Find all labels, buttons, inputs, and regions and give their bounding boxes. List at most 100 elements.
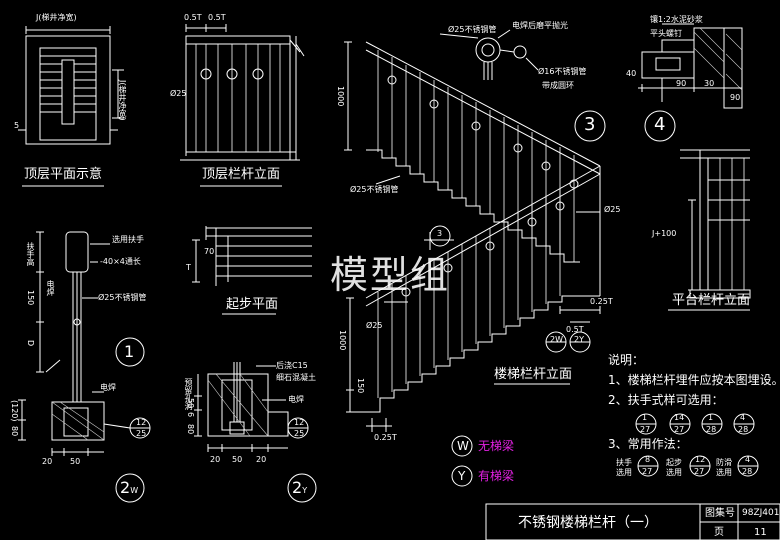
top-railing-dia: Ø25	[170, 89, 187, 98]
d2y-dim-50: 50	[232, 455, 243, 464]
d2y-dim-50: 50	[186, 398, 195, 409]
note2-ref3-bot: 28	[706, 425, 717, 434]
stair-dim-05t: 0.5T	[566, 325, 584, 334]
detail-4-drawing	[638, 23, 743, 142]
detail-3-drawing	[439, 29, 606, 142]
d1-flat-bar: -40×4通长	[100, 257, 141, 266]
detail-number-3: 3	[584, 114, 596, 135]
start-plan-drawing	[192, 226, 312, 286]
d2y-note-1: 后浇C15	[276, 361, 308, 370]
title-block-page-label: 页	[714, 527, 724, 538]
start-plan-dim-70: 70	[204, 247, 215, 256]
stair-ref-3: 3	[437, 229, 443, 238]
top-plan-dim-right: J(梯井净宽)	[118, 80, 127, 121]
legend-w-circle	[451, 435, 473, 457]
note3-ref2-bot: 27	[694, 467, 705, 476]
title-block-frame	[485, 503, 780, 540]
d4-dim-90a: 90	[676, 79, 687, 88]
platform-dim: J+100	[652, 229, 677, 238]
stair-dia-left: Ø25	[366, 321, 383, 330]
d2y-dim-80: 80	[186, 424, 195, 435]
view-title-top-plan: 顶层平面示意	[24, 167, 103, 182]
d1-weld-2: 电焊	[100, 383, 116, 392]
d1-dim-120: (120)	[10, 400, 19, 422]
note2-ref4-top: 4	[740, 413, 746, 422]
note2-ref1-top: 1	[642, 413, 648, 422]
d2y-side: 预留孔洞	[184, 378, 193, 410]
note3-ref1-top: 8	[645, 455, 651, 464]
stair-dim-150: 150	[356, 378, 365, 394]
d4-dim-40: 40	[626, 69, 637, 78]
d1-dim-20: 20	[42, 457, 53, 466]
top-plan-drawing	[18, 26, 124, 145]
d1-dim-v3: D	[26, 340, 35, 347]
note3-ref3-bot: 28	[742, 467, 753, 476]
note2-ref3-top: 1	[708, 413, 714, 422]
top-plan-mark: 5	[14, 121, 20, 130]
legend-y-circle	[451, 465, 473, 487]
top-railing-dim-2: 0.5T	[208, 13, 226, 22]
stair-dim-1000-top: 1000	[336, 86, 345, 107]
d3-ring-2: 带成圆环	[542, 81, 574, 90]
note2-ref2-bot: 27	[674, 425, 685, 434]
note3-label-3: 防滑 选用	[716, 458, 732, 477]
stair-dia-right: Ø25	[604, 205, 621, 214]
note-reference-circles	[635, 413, 759, 477]
d1-weld: 电焊	[46, 280, 55, 296]
d1-dim-80: 80	[10, 426, 19, 437]
d1-dim-50: 50	[70, 457, 81, 466]
top-plan-dim-top: J(梯井净宽)	[36, 13, 77, 22]
d2y-dim-6: 6	[186, 412, 195, 418]
note3-ref3-top: 4	[745, 455, 751, 464]
note-1: 1、楼梯栏杆埋件应按本图埋设。	[608, 373, 780, 387]
legend-w-text: 无梯梁	[478, 439, 515, 453]
stair-tag-2y: 2Y	[574, 335, 584, 344]
d4-dim-30: 30	[704, 79, 715, 88]
legend-w-sym: W	[457, 439, 469, 453]
detail-number-2w: 2W	[120, 478, 139, 497]
note3-label-1: 扶手 选用	[616, 458, 632, 477]
d2y-dim-20b: 20	[256, 455, 267, 464]
notes-head: 说明：	[608, 353, 645, 367]
watermark-text: 模型组	[330, 253, 451, 297]
d4-note-1: 镶1:2水泥砂浆	[650, 15, 703, 24]
legend-y-sym: Y	[458, 469, 466, 483]
d1-dim-v2: 150	[26, 290, 35, 306]
start-plan-dim-t: T	[186, 263, 191, 272]
detail-number-1: 1	[124, 342, 135, 361]
d4-note-2: 平头螺钉	[650, 29, 682, 38]
stair-tube-label-2: Ø25不锈钢管	[448, 25, 497, 34]
view-title-start-plan: 起步平面	[226, 297, 279, 312]
title-block-atlas-no: 98ZJ401	[742, 508, 780, 518]
d2y-note-2: 细石混凝土	[276, 373, 316, 382]
d2y-ref-top: 12	[294, 418, 305, 427]
detail-number-4: 4	[654, 114, 666, 135]
note3-ref1-bot: 27	[642, 467, 653, 476]
stair-dim-1000-bot: 1000	[338, 330, 347, 351]
d1-tube: Ø25不锈钢管	[98, 293, 147, 302]
stair-railing-elevation-drawing	[344, 41, 601, 432]
d3-ring: Ø16不锈钢管	[538, 67, 587, 76]
d1-handrail: 选用扶手	[112, 235, 144, 244]
view-title-top-railing: 顶层栏杆立面	[202, 167, 281, 182]
view-title-platform-railing: 平台栏杆立面	[672, 293, 751, 308]
d3-weld-note: 电焊后磨平抛光	[512, 21, 568, 30]
d4-dim-90b: 90	[730, 93, 741, 102]
note2-ref4-bot: 28	[738, 425, 749, 434]
title-block-page-no: 11	[754, 527, 767, 538]
detail-2y-drawing	[194, 362, 317, 503]
d1-ref-bot: 25	[136, 429, 147, 438]
legend-y-text: 有梯梁	[478, 469, 515, 483]
note2-ref1-bot: 27	[640, 425, 651, 434]
stair-dim-025t-right: 0.25T	[590, 297, 613, 306]
d1-dim-v1: 扶手高	[26, 242, 35, 266]
note-2: 2、扶手式样可选用：	[608, 393, 724, 407]
detail-1-drawing	[18, 231, 151, 503]
note2-ref2-top: 14	[674, 413, 685, 422]
top-railing-dim-1: 0.5T	[184, 13, 202, 22]
title-block-title: 不锈钢楼梯栏杆（一）	[518, 515, 658, 531]
note3-label-2: 起步 选用	[666, 458, 682, 477]
top-railing-elevation-drawing	[180, 24, 305, 161]
note3-ref2-top: 12	[695, 455, 706, 464]
